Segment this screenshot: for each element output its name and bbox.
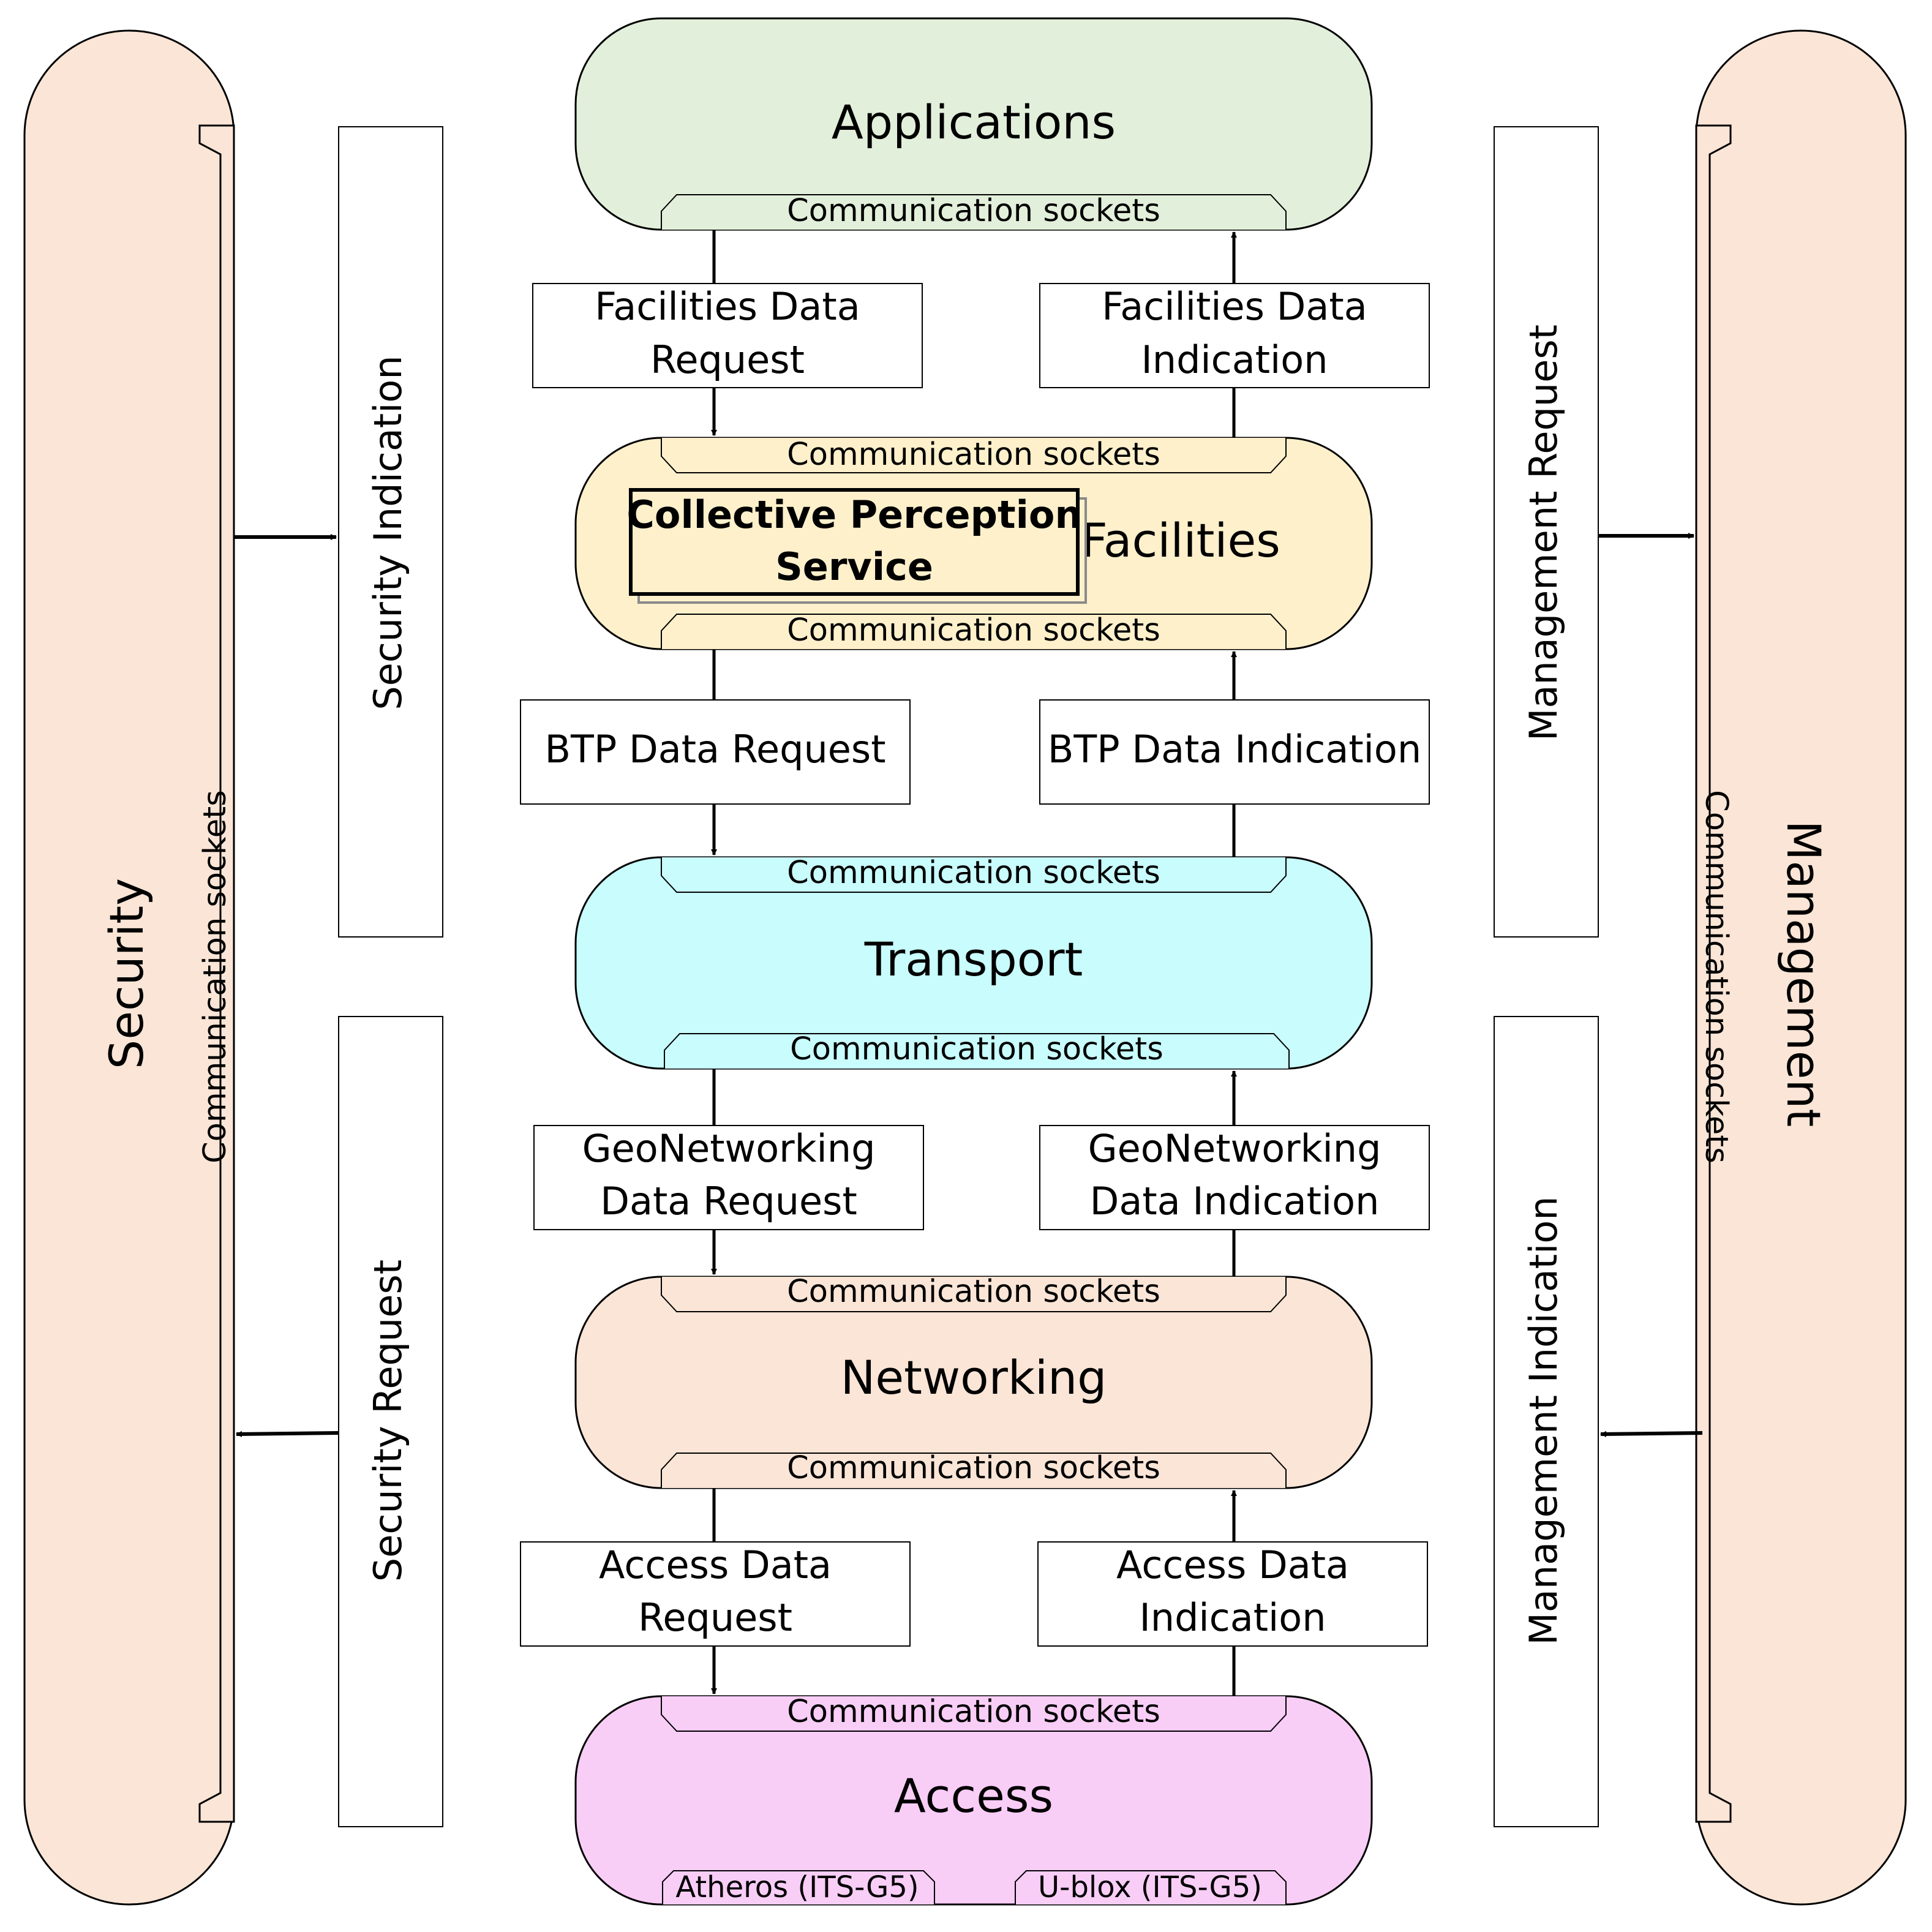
access-indication-line1: Access Data <box>1116 1543 1349 1587</box>
networking-bottom-sockets-label: Communication sockets <box>787 1450 1160 1486</box>
management-label: Management <box>1776 821 1831 1127</box>
security-pillar: Security Communication sockets <box>23 29 235 1906</box>
access-top-sockets-label: Communication sockets <box>787 1694 1160 1730</box>
fac-request-line2: Request <box>650 337 805 382</box>
fac-indication-line2: Indication <box>1141 337 1328 382</box>
facilities-layer: Communication sockets Facilities Communi… <box>574 437 1373 650</box>
btp-indication-box: BTP Data Indication <box>1039 699 1430 805</box>
management-indication-label: Management Indication <box>1521 1196 1566 1645</box>
collective-perception-service-box: Collective Perception Service <box>626 488 1087 604</box>
access-indication-box: Access Data Indication <box>1037 1541 1428 1647</box>
applications-bottom-sockets-label: Communication sockets <box>787 193 1160 229</box>
transport-label: Transport <box>864 932 1083 987</box>
networking-top-sockets-label: Communication sockets <box>787 1274 1160 1310</box>
ublox-socket <box>1015 1870 1287 1904</box>
management-pillar: Management Communication sockets <box>1695 29 1907 1906</box>
geo-request-line1: GeoNetworking <box>582 1126 876 1171</box>
transport-layer: Communication sockets Transport Communic… <box>574 855 1373 1070</box>
security-sockets-label: Communication sockets <box>197 790 233 1163</box>
security-indication-label: Security Indication <box>366 355 410 710</box>
management-sockets-label: Communication sockets <box>1698 790 1734 1163</box>
facilities-top-sockets-label: Communication sockets <box>787 437 1160 473</box>
transport-bottom-sockets-label: Communication sockets <box>790 1031 1163 1067</box>
access-layer: Communication sockets Access Atheros (IT… <box>574 1694 1373 1906</box>
management-to-indication-arrow <box>1600 1430 1703 1437</box>
security-label: Security <box>99 878 154 1069</box>
cps-label-line2: Service <box>775 544 933 589</box>
networking-layer: Communication sockets Networking Communi… <box>574 1274 1373 1489</box>
fac-indication-line1: Facilities Data <box>1102 284 1367 329</box>
fac-indication-box: Facilities Data Indication <box>1039 283 1430 388</box>
security-request-box: Security Request <box>338 1016 443 1827</box>
access-request-box: Access Data Request <box>520 1541 911 1647</box>
btp-indication-label: BTP Data Indication <box>1048 727 1421 772</box>
ublox-label: U-blox (ITS-G5) <box>1038 1870 1262 1904</box>
access-label: Access <box>894 1768 1053 1823</box>
management-request-label: Management Request <box>1521 325 1566 741</box>
geo-request-box: GeoNetworking Data Request <box>533 1125 924 1230</box>
fac-request-line1: Facilities Data <box>595 284 860 329</box>
access-request-line1: Access Data <box>599 1543 832 1587</box>
btp-request-box: BTP Data Request <box>520 699 911 805</box>
geo-indication-box: GeoNetworking Data Indication <box>1039 1125 1430 1230</box>
fac-request-box: Facilities Data Request <box>532 283 923 388</box>
access-request-line2: Request <box>638 1595 792 1640</box>
transport-top-sockets-label: Communication sockets <box>787 855 1160 891</box>
btp-request-label: BTP Data Request <box>544 727 885 772</box>
geo-indication-line1: GeoNetworking <box>1088 1126 1381 1171</box>
applications-layer: Applications Communication sockets <box>574 17 1373 231</box>
atheros-socket <box>662 1870 935 1904</box>
security-request-to-security-arrow <box>236 1430 339 1437</box>
security-indication-box: Security Indication <box>338 126 443 938</box>
geo-request-line2: Data Request <box>600 1179 857 1223</box>
networking-label: Networking <box>841 1350 1107 1405</box>
geo-indication-line2: Data Indication <box>1090 1179 1380 1223</box>
security-request-label: Security Request <box>366 1260 410 1582</box>
atheros-label: Atheros (ITS-G5) <box>675 1870 919 1904</box>
management-indication-box: Management Indication <box>1494 1016 1599 1827</box>
cps-label-line1: Collective Perception <box>626 492 1081 537</box>
facilities-bottom-sockets-label: Communication sockets <box>787 612 1160 648</box>
management-request-box: Management Request <box>1494 126 1599 938</box>
facilities-label: Facilities <box>1081 513 1280 568</box>
applications-label: Applications <box>832 95 1116 149</box>
access-indication-line2: Indication <box>1139 1595 1326 1640</box>
